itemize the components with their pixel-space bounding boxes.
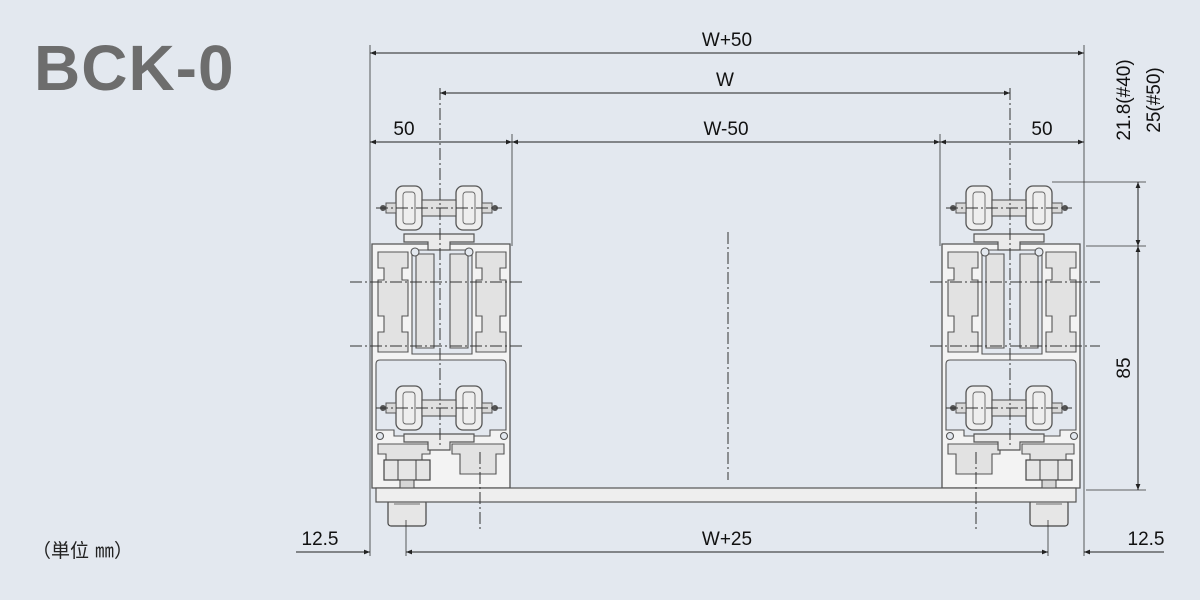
dim-inner-width: W (716, 70, 734, 91)
dim-top-height-b: 25(#50) (1144, 67, 1165, 133)
center-lines (439, 88, 1011, 532)
dim-offset-right: 12.5 (1128, 529, 1165, 550)
right-frame-profile (941, 243, 1081, 489)
dim-side-right: 50 (1031, 119, 1052, 140)
left-upper-roller (375, 185, 503, 251)
dim-top-height-a: 21.8(#40) (1114, 59, 1135, 140)
dim-overall-width: W+50 (702, 30, 752, 51)
extension-lines (369, 45, 1146, 556)
dimension-lines (296, 50, 1164, 555)
dim-bottom-width: W+25 (702, 529, 752, 550)
dim-center-width: W-50 (703, 119, 748, 140)
unit-note: （単位 ㎜） (32, 540, 134, 562)
dim-frame-height: 85 (1114, 357, 1135, 378)
dim-offset-left: 12.5 (302, 529, 339, 550)
base-bar (375, 487, 1077, 503)
right-upper-roller (945, 185, 1073, 251)
left-frame-profile (371, 243, 511, 489)
slot-center-lines (350, 281, 1100, 347)
model-title: BCK-0 (34, 32, 235, 104)
dim-side-left: 50 (393, 119, 414, 140)
